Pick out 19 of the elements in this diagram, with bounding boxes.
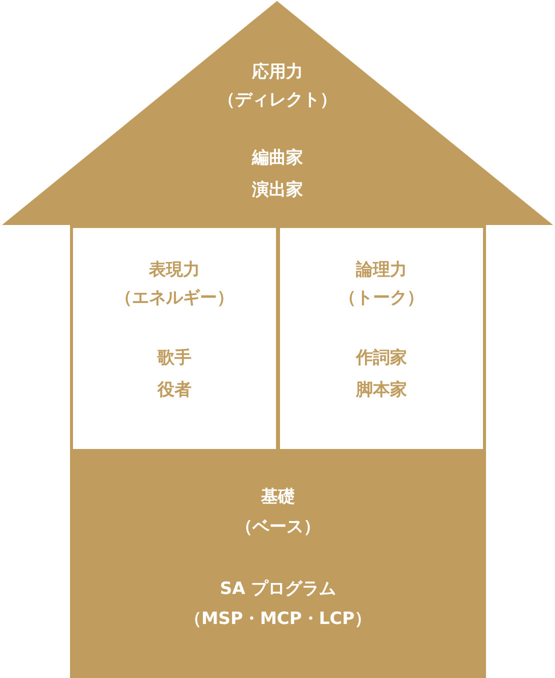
skill-label: 論理力: [356, 259, 407, 281]
base-block: [70, 450, 486, 678]
skill-label: （トーク）: [339, 287, 424, 309]
role-label: 作詞家: [356, 347, 407, 369]
role-label: SA プログラム: [220, 578, 336, 600]
skill-label: （ベース）: [236, 516, 320, 538]
skill-label: 基礎: [261, 486, 295, 508]
wall-panel: [277, 225, 486, 452]
role-label: 役者: [158, 379, 192, 401]
skill-label: 応用力: [252, 61, 303, 83]
wall-panel: [70, 225, 279, 452]
skill-label: （ディレクト）: [218, 89, 337, 111]
role-label: 演出家: [252, 179, 303, 201]
role-label: 脚本家: [356, 379, 407, 401]
role-label: （MSP・MCP・LCP）: [184, 608, 372, 630]
role-label: 歌手: [158, 347, 192, 369]
skill-label: （エネルギー）: [115, 287, 234, 309]
role-label: 編曲家: [252, 147, 303, 169]
skill-label: 表現力: [149, 259, 200, 281]
